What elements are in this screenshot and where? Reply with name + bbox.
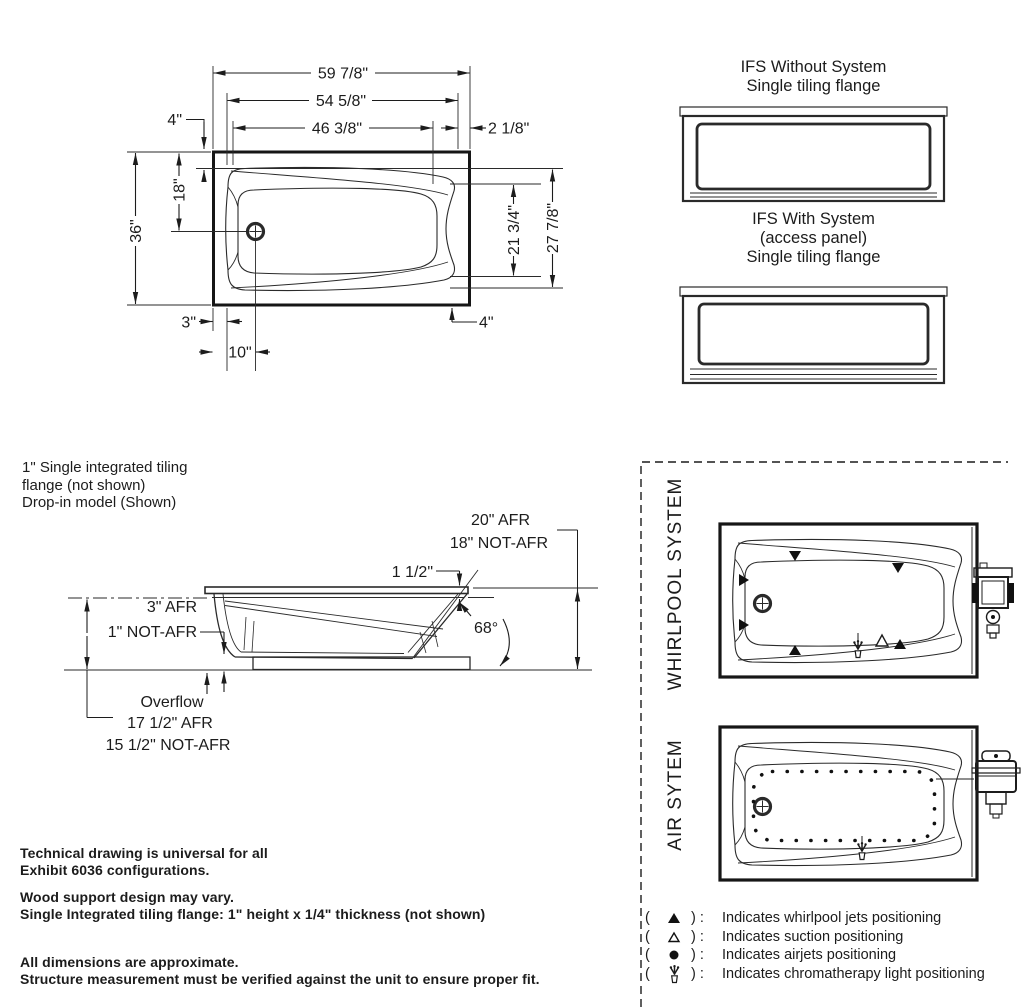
- note-wood-line2: Single Integrated tiling flange: 1" heig…: [20, 905, 486, 922]
- side-view: 20" AFR 18" NOT-AFR 1 1/2" 3" AFR 1" NOT…: [64, 512, 598, 754]
- ifs-with-line3: Single tiling flange: [746, 248, 881, 266]
- dim-corner: 4": [167, 112, 182, 129]
- overflow-notafr: 15 1/2" NOT-AFR: [106, 737, 231, 754]
- side-note-line3: Drop-in model (Shown): [22, 494, 177, 511]
- dim-well-height: 21 3/4": [506, 205, 523, 255]
- paren-close: ) :: [691, 928, 704, 945]
- note-universal-line2: Exhibit 6036 configurations.: [20, 861, 210, 878]
- dim-base-notafr: 1" NOT-AFR: [108, 624, 197, 641]
- paren-close: ) :: [691, 966, 704, 983]
- note-wood-support: Wood support design may vary. Single Int…: [20, 889, 485, 922]
- dim-rim-thickness: 1 1/2": [392, 564, 433, 581]
- legend-row-chromatherapy: ( ) : Indicates chromatherapy light posi…: [645, 964, 985, 984]
- whirlpool-diagram: [718, 522, 1014, 679]
- ifs-without-line1: IFS Without System: [740, 58, 887, 76]
- note-dims-line1: All dimensions are approximate.: [20, 954, 239, 970]
- systems-box: WHIRLPOOL SYSTEM AIR SYTEM: [640, 461, 1021, 1007]
- suction-icon: [657, 931, 691, 943]
- ifs-with-title: IFS With System (access panel) Single ti…: [683, 210, 944, 267]
- dim-inner-height: 27 7/8": [545, 203, 562, 253]
- paren-open: (: [645, 966, 650, 983]
- chromatherapy-light-icon: [657, 964, 691, 984]
- legend-row-suction: ( ) : Indicates suction positioning: [645, 928, 985, 947]
- legend: ( ) : Indicates whirlpool jets positioni…: [645, 909, 985, 983]
- air-system-label: AIR SYTEM: [665, 739, 686, 850]
- dim-rim-notafr: 18" NOT-AFR: [450, 535, 548, 552]
- overflow-label: Overflow: [140, 694, 204, 711]
- paren-close: ) :: [691, 910, 704, 927]
- legend-row-whirlpool-jets: ( ) : Indicates whirlpool jets positioni…: [645, 909, 985, 928]
- plan-view: 59 7/8" 54 5/8" 46 3/8" 2 1/8" 4" 36" 18…: [127, 66, 563, 371]
- overflow-afr: 17 1/2" AFR: [127, 715, 213, 732]
- ifs-without-title: IFS Without System Single tiling flange: [683, 58, 944, 96]
- ifs-without-line2: Single tiling flange: [746, 77, 881, 95]
- ifs-panel-with-system: [679, 286, 948, 385]
- paren-open: (: [645, 928, 650, 945]
- note-universal: Technical drawing is universal for all E…: [20, 845, 268, 878]
- legend-text: Indicates chromatherapy light positionin…: [722, 966, 985, 983]
- dim-width-flange: 54 5/8": [316, 93, 366, 110]
- ifs-with-line2: (access panel): [759, 229, 868, 247]
- dim-drain-offset-y: 18": [172, 178, 189, 201]
- dim-rim-afr: 20" AFR: [471, 512, 530, 529]
- dim-width-well: 46 3/8": [312, 121, 362, 138]
- whirlpool-pump: [972, 562, 1014, 639]
- airjet-icon: [657, 949, 691, 961]
- side-note-line2: flange (not shown): [22, 476, 146, 494]
- dim-height-overall: 36": [128, 219, 145, 242]
- legend-row-airjets: ( ) : Indicates airjets positioning: [645, 946, 985, 965]
- ifs-with-line1: IFS With System: [752, 210, 875, 228]
- air-diagram: [718, 725, 1021, 882]
- legend-text: Indicates suction positioning: [722, 928, 904, 945]
- whirlpool-jet-icons: [739, 551, 906, 655]
- dim-drain-offset-x: 10": [228, 345, 251, 362]
- legend-text: Indicates whirlpool jets positioning: [722, 910, 942, 927]
- dim-end-ledge-bottom: 4": [479, 315, 494, 332]
- paren-close: ) :: [691, 947, 704, 964]
- whirlpool-system-label: WHIRLPOOL SYSTEM: [665, 478, 686, 691]
- dim-base-afr: 3" AFR: [147, 599, 197, 616]
- legend-text: Indicates airjets positioning: [722, 947, 897, 964]
- dim-end-ledge: 2 1/8": [488, 121, 529, 138]
- note-universal-line1: Technical drawing is universal for all: [20, 845, 268, 861]
- note-dims-line2: Structure measurement must be verified a…: [20, 970, 540, 987]
- dim-side-ledge: 3": [181, 315, 196, 332]
- side-note-line1: 1" Single integrated tiling: [22, 459, 188, 476]
- paren-open: (: [645, 910, 650, 927]
- dim-wall-angle: 68°: [474, 620, 498, 637]
- air-blower: [936, 750, 1021, 819]
- ifs-panel-without-system: [679, 106, 948, 203]
- side-view-note: 1" Single integrated tiling flange (not …: [22, 459, 187, 512]
- note-dimensions: All dimensions are approximate. Structur…: [20, 954, 540, 987]
- dim-width-overall: 59 7/8": [318, 66, 368, 83]
- whirlpool-jet-icon: [657, 912, 691, 924]
- suction-icon: [874, 633, 890, 647]
- paren-open: (: [645, 947, 650, 964]
- note-wood-line1: Wood support design may vary.: [20, 889, 234, 905]
